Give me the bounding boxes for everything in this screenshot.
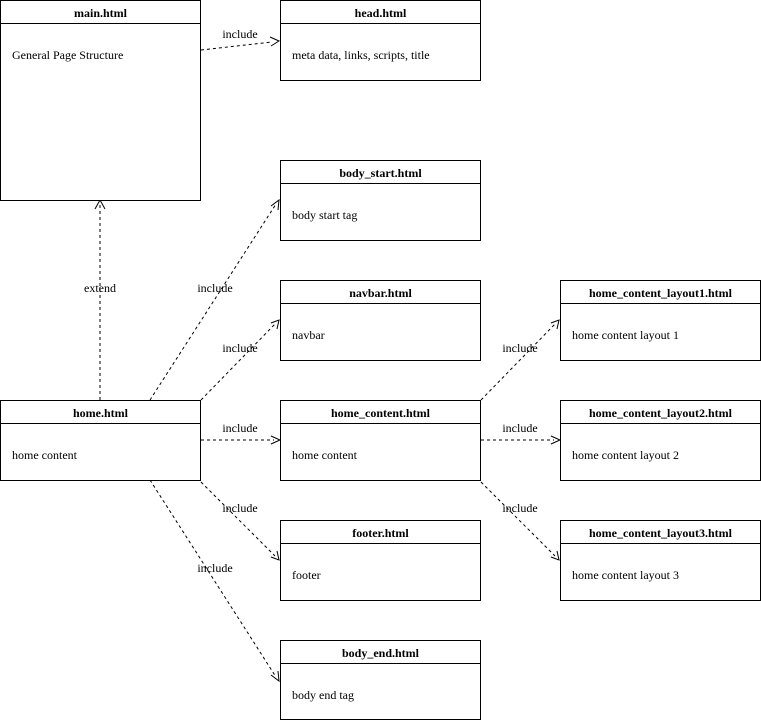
edge-label: include	[222, 421, 257, 435]
node-footer: footer.html footer	[280, 520, 481, 601]
edge-home-content-to-layout3: include	[480, 481, 560, 561]
edge-home-content-to-layout2: include	[481, 421, 562, 445]
node-title: home_content_layout1.html	[589, 286, 733, 300]
edge-main-to-head: include	[200, 27, 281, 51]
edge-home-to-body-end: include	[149, 479, 280, 683]
node-navbar: navbar.html navbar	[280, 280, 481, 361]
node-body: General Page Structure	[12, 48, 123, 62]
node-body-end: body_end.html body end tag	[280, 640, 481, 720]
node-body-start: body_start.html body start tag	[280, 160, 481, 241]
node-body: body end tag	[292, 688, 354, 702]
node-title: navbar.html	[349, 286, 412, 300]
node-title: main.html	[74, 6, 128, 20]
edge-home-to-footer: include	[200, 481, 280, 561]
edge-home-to-navbar: include	[200, 319, 280, 401]
node-title: home.html	[73, 406, 129, 420]
node-body: home content layout 2	[572, 448, 679, 462]
node-body: home content layout 1	[572, 328, 679, 342]
node-home-content: home_content.html home content	[280, 400, 481, 481]
edge-home-to-body-start: include	[149, 198, 280, 401]
node-head: head.html meta data, links, scripts, tit…	[280, 0, 481, 81]
node-title: home_content_layout2.html	[589, 406, 733, 420]
edge-label: include	[502, 501, 537, 515]
node-layout1: home_content_layout1.html home content l…	[560, 280, 761, 361]
node-title: body_start.html	[339, 166, 422, 180]
edge-home-to-home-content: include	[201, 421, 282, 445]
node-title: body_end.html	[342, 646, 420, 660]
node-body: body start tag	[292, 208, 357, 222]
node-layout3: home_content_layout3.html home content l…	[560, 520, 761, 601]
edge-label: extend	[84, 281, 116, 295]
edge-label: include	[197, 561, 232, 575]
edge-label: include	[502, 421, 537, 435]
node-title: home_content.html	[331, 406, 431, 420]
edge-label: include	[197, 281, 232, 295]
node-title: home_content_layout3.html	[589, 526, 733, 540]
node-body: home content	[12, 448, 78, 462]
edge-label: include	[502, 341, 537, 355]
node-layout2: home_content_layout2.html home content l…	[560, 400, 761, 481]
node-body: navbar	[292, 328, 325, 342]
edge-label: include	[222, 501, 257, 515]
node-body: home content layout 3	[572, 568, 679, 582]
edge-home-content-to-layout1: include	[480, 319, 560, 401]
edge-label: include	[222, 341, 257, 355]
node-home: home.html home content	[0, 400, 201, 481]
node-body: meta data, links, scripts, title	[292, 48, 430, 62]
edge-label: include	[222, 27, 257, 41]
edge-home-to-main: extend	[84, 198, 116, 400]
node-body: home content	[292, 448, 358, 462]
node-title: head.html	[355, 6, 407, 20]
node-main: main.html General Page Structure	[0, 0, 201, 201]
node-title: footer.html	[352, 526, 409, 540]
node-body: footer	[292, 568, 321, 582]
